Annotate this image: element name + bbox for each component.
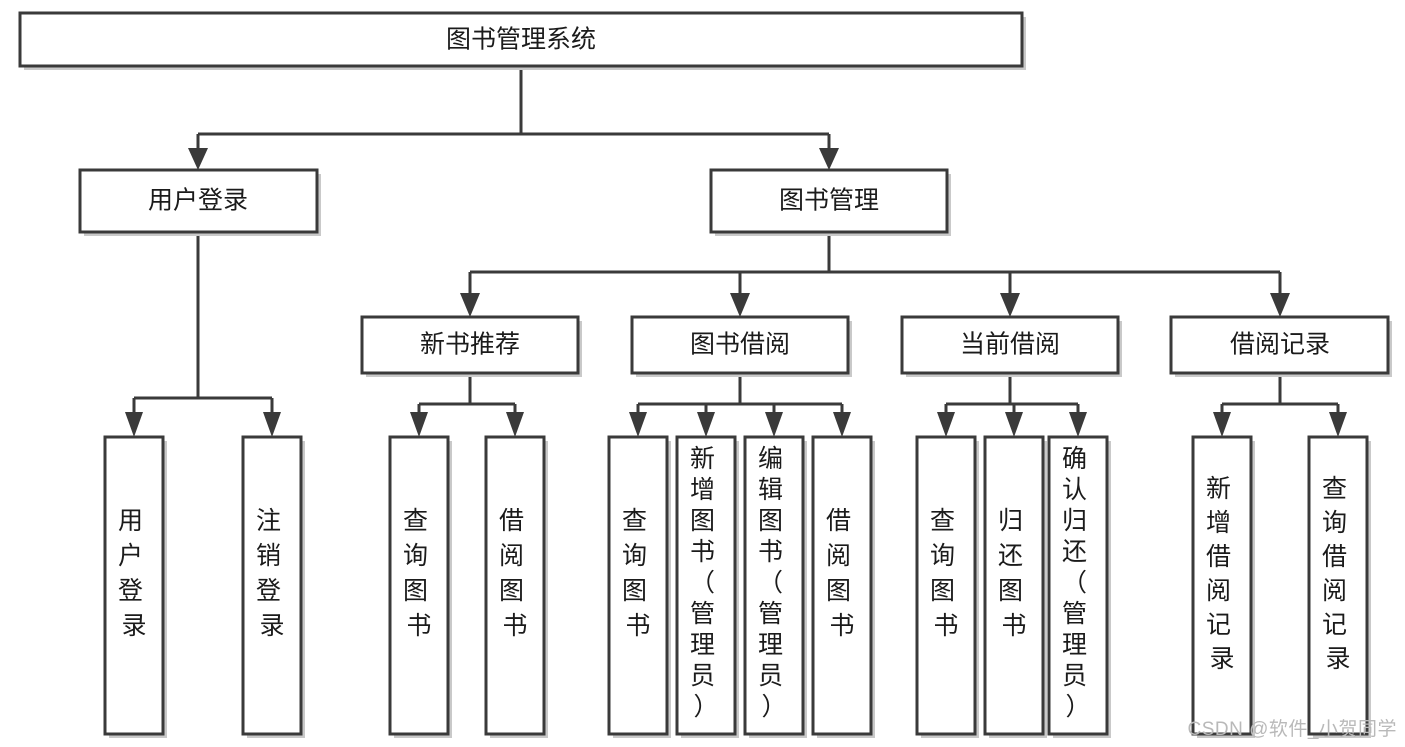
node-root-box <box>18 11 1024 68</box>
node-root[interactable]: 图书管理系统 <box>18 11 1026 70</box>
node-leaf-borrow-book-1-box <box>484 435 546 736</box>
node-user-login[interactable]: 用户登录 <box>78 168 321 236</box>
node-user-login-box <box>78 168 319 234</box>
node-leaf-borrow-book-2[interactable]: 借 阅 图 书 <box>811 435 875 738</box>
csdn-watermark: CSDN @软件_小贺同学 <box>1187 719 1397 740</box>
node-leaf-borrow-book-2-box <box>811 435 873 736</box>
node-book-borrow-label: 图书借阅 <box>690 331 790 359</box>
node-leaf-confirm-return-label: 确 认 归 还 （ 管 理 员 ） <box>1062 445 1094 721</box>
node-leaf-borrow-book-1[interactable]: 借 阅 图 书 <box>484 435 548 738</box>
node-leaf-user-login-box <box>103 435 165 736</box>
node-leaf-borrow-book-2-label: 借 阅 图 书 <box>826 507 858 640</box>
node-leaf-return-book-label: 归 还 图 书 <box>998 507 1030 640</box>
arrowhead-new-book-recommend <box>460 293 480 317</box>
arrowhead-leaf-query-book-3 <box>937 412 955 437</box>
arrowhead-user-login <box>188 148 208 170</box>
node-root-label: 图书管理系统 <box>446 26 596 54</box>
node-borrow-record-label: 借阅记录 <box>1230 331 1330 359</box>
node-current-borrow[interactable]: 当前借阅 <box>900 315 1122 377</box>
node-current-borrow-box <box>900 315 1120 375</box>
node-borrow-record[interactable]: 借阅记录 <box>1169 315 1392 377</box>
node-book-borrow[interactable]: 图书借阅 <box>630 315 852 377</box>
arrowhead-leaf-user-login <box>125 412 143 437</box>
node-leaf-user-login[interactable]: 用 户 登 录 <box>103 435 167 738</box>
node-leaf-query-book-3-label: 查 询 图 书 <box>930 507 962 640</box>
node-new-book-recommend-box <box>360 315 580 375</box>
node-leaf-confirm-return-box <box>1047 435 1109 736</box>
node-leaf-add-book-label: 新 增 图 书 （ 管 理 员 ） <box>690 445 722 721</box>
arrowhead-leaf-add-book <box>697 412 715 437</box>
arrowhead-leaf-query-book-2 <box>629 412 647 437</box>
node-leaf-edit-book-box <box>743 435 805 736</box>
node-leaf-query-book-1[interactable]: 查 询 图 书 <box>388 435 452 738</box>
node-book-management-label: 图书管理 <box>779 187 879 215</box>
arrowhead-leaf-confirm-return <box>1069 412 1087 437</box>
arrowhead-leaf-query-book-1 <box>410 412 428 437</box>
node-leaf-query-borrow-record[interactable]: 查 询 借 阅 记 录 <box>1307 435 1371 738</box>
node-leaf-query-borrow-record-box <box>1307 435 1369 736</box>
arrowhead-leaf-add-borrow-record <box>1213 412 1231 437</box>
node-leaf-add-borrow-record-box <box>1191 435 1253 736</box>
node-new-book-recommend-label: 新书推荐 <box>420 331 520 359</box>
node-leaf-query-book-2-box <box>607 435 669 736</box>
arrowhead-current-borrow <box>1000 293 1020 317</box>
node-leaf-query-book-3-box <box>915 435 977 736</box>
node-leaf-return-book[interactable]: 归 还 图 书 <box>983 435 1047 738</box>
node-leaf-query-book-2-label: 查 询 图 书 <box>622 507 654 640</box>
arrowhead-leaf-borrow-book-1 <box>506 412 524 437</box>
node-leaf-add-book-box <box>675 435 737 736</box>
connector-group <box>125 66 1347 437</box>
arrowhead-book-management <box>819 148 839 170</box>
arrowhead-borrow-record <box>1270 293 1290 317</box>
node-new-book-recommend[interactable]: 新书推荐 <box>360 315 582 377</box>
node-leaf-logout-login[interactable]: 注 销 登 录 <box>241 435 305 738</box>
node-user-login-label: 用户登录 <box>148 187 248 215</box>
node-leaf-add-borrow-record[interactable]: 新 增 借 阅 记 录 <box>1191 435 1255 738</box>
node-leaf-query-book-1-label: 查 询 图 书 <box>403 507 435 640</box>
node-leaf-edit-book[interactable]: 编 辑 图 书 （ 管 理 员 ） <box>743 435 807 738</box>
node-current-borrow-label: 当前借阅 <box>960 331 1060 359</box>
arrowhead-leaf-query-borrow-record <box>1329 412 1347 437</box>
node-leaf-query-book-3[interactable]: 查 询 图 书 <box>915 435 979 738</box>
arrowhead-leaf-logout-login <box>263 412 281 437</box>
arrowhead-leaf-return-book <box>1005 412 1023 437</box>
node-book-borrow-box <box>630 315 850 375</box>
arrowhead-book-borrow <box>730 293 750 317</box>
node-leaf-add-borrow-record-label: 新 增 借 阅 记 录 <box>1206 475 1238 673</box>
node-leaf-query-book-1-box <box>388 435 450 736</box>
arrowhead-leaf-borrow-book-2 <box>833 412 851 437</box>
node-book-management-box <box>709 168 949 234</box>
node-leaf-logout-login-label: 注 销 登 录 <box>256 507 288 640</box>
arrowhead-leaf-edit-book <box>765 412 783 437</box>
node-leaf-query-book-2[interactable]: 查 询 图 书 <box>607 435 671 738</box>
node-leaf-add-book[interactable]: 新 增 图 书 （ 管 理 员 ） <box>675 435 739 738</box>
node-leaf-confirm-return[interactable]: 确 认 归 还 （ 管 理 员 ） <box>1047 435 1111 738</box>
node-leaf-borrow-book-1-label: 借 阅 图 书 <box>499 507 531 640</box>
node-borrow-record-box <box>1169 315 1390 375</box>
node-book-management[interactable]: 图书管理 <box>709 168 951 236</box>
node-leaf-user-login-label: 用 户 登 录 <box>118 507 150 640</box>
node-leaf-query-borrow-record-label: 查 询 借 阅 记 录 <box>1322 475 1354 673</box>
node-leaf-return-book-box <box>983 435 1045 736</box>
node-leaf-logout-login-box <box>241 435 303 736</box>
node-leaf-edit-book-label: 编 辑 图 书 （ 管 理 员 ） <box>758 445 790 721</box>
